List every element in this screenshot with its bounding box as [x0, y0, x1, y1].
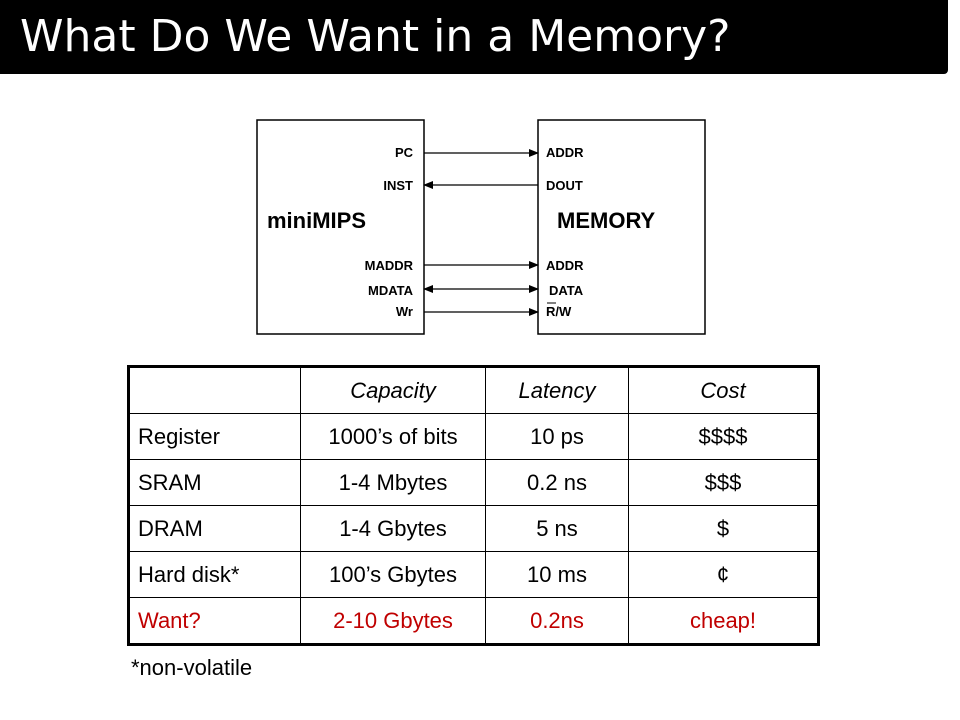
table-cell: SRAM: [128, 459, 301, 506]
table-cell: 1-4 Mbytes: [300, 459, 486, 506]
table-header-cell: Cost: [628, 366, 819, 414]
table-row: SRAM 1-4 Mbytes 0.2 ns $$$: [128, 459, 819, 506]
table-cell: 5 ns: [485, 505, 629, 552]
slide-title: What Do We Want in a Memory?: [20, 11, 731, 62]
footnote: *non-volatile: [131, 655, 253, 680]
table-cell: 0.2 ns: [485, 459, 629, 506]
table-row: Hard disk* 100’s Gbytes 10 ms ¢: [128, 551, 819, 598]
signal-right-label: ADDR: [546, 258, 584, 273]
table-cell: Hard disk*: [128, 551, 301, 598]
table-row: DRAM 1-4 Gbytes 5 ns $: [128, 505, 819, 552]
table-cell: $: [628, 505, 819, 552]
memory-label: MEMORY: [557, 208, 656, 233]
table-cell: ¢: [628, 551, 819, 598]
signal-right-label: DOUT: [546, 178, 583, 193]
diagram-svg: miniMIPS MEMORY PC ADDR INST DOUT MADDR …: [256, 119, 706, 335]
signal-right-label: DATA: [549, 283, 584, 298]
signal-right-label: ADDR: [546, 145, 584, 160]
table-cell: 100’s Gbytes: [300, 551, 486, 598]
table-cell: Want?: [128, 597, 301, 645]
table-header-row: Capacity Latency Cost: [128, 366, 819, 414]
table-cell: 0.2ns: [485, 597, 629, 645]
memory-comparison-table: Capacity Latency Cost Register 1000’s of…: [127, 365, 820, 646]
minimips-block: [256, 119, 425, 335]
table-cell: Register: [128, 413, 301, 460]
table-cell: $$$$: [628, 413, 819, 460]
signal-left-label: MADDR: [365, 258, 414, 273]
table-cell: DRAM: [128, 505, 301, 552]
table-cell: $$$: [628, 459, 819, 506]
table-cell: cheap!: [628, 597, 819, 645]
minimips-label: miniMIPS: [267, 208, 366, 233]
table-header-cell: [128, 366, 301, 414]
table-cell: 1000’s of bits: [300, 413, 486, 460]
signal-left-label: MDATA: [368, 283, 414, 298]
table-cell: 10 ps: [485, 413, 629, 460]
table-cell: 1-4 Gbytes: [300, 505, 486, 552]
table-row-want: Want? 2-10 Gbytes 0.2ns cheap!: [128, 597, 819, 645]
memory-diagram: miniMIPS MEMORY PC ADDR INST DOUT MADDR …: [256, 119, 706, 335]
memory-block: [537, 119, 706, 335]
signal-left-label: Wr: [396, 304, 413, 319]
table-row: Register 1000’s of bits 10 ps $$$$: [128, 413, 819, 460]
table-cell: 2-10 Gbytes: [300, 597, 486, 645]
table-cell: 10 ms: [485, 551, 629, 598]
table-header-cell: Capacity: [300, 366, 486, 414]
table-header-cell: Latency: [485, 366, 629, 414]
title-bar: What Do We Want in a Memory?: [0, 0, 948, 74]
signal-right-label: R/W: [546, 304, 572, 319]
signal-left-label: PC: [395, 145, 414, 160]
signal-left-label: INST: [383, 178, 413, 193]
